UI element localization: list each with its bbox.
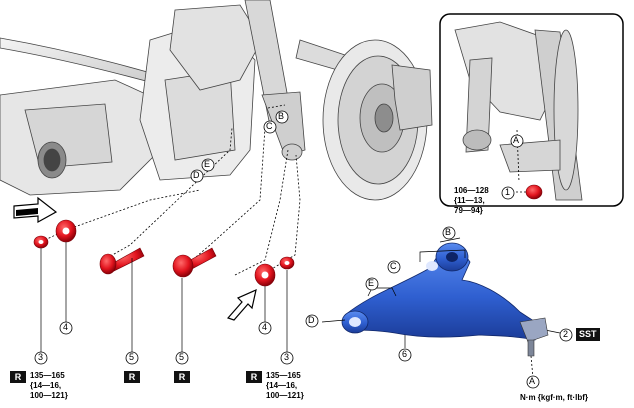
callout-4-right: 4 [262, 322, 268, 332]
part-washer-4-left [55, 219, 77, 243]
arrow-right [226, 288, 257, 321]
torque-right-line2: {14—16, [266, 381, 298, 390]
torque-units: N·m {kgf·m, ft·lbf} [520, 393, 588, 402]
callout-circles [34, 110, 573, 389]
torque-left: 135—165 {14—16, 100—121} [30, 371, 68, 401]
callout-5-left: 5 [129, 352, 135, 362]
callout-c-arm: C [390, 261, 397, 271]
callout-4-left: 4 [63, 322, 69, 332]
reuse-badge-left: R [10, 371, 26, 383]
callout-c-top: C [266, 121, 273, 131]
callout-e-top: E [204, 159, 211, 169]
callout-d-top: D [193, 170, 200, 180]
torque-right-line1: 135—165 [266, 371, 301, 380]
torque-left-line3: 100—121} [30, 391, 68, 400]
nut-1-inset [525, 184, 543, 200]
callout-3-right: 3 [284, 352, 290, 362]
torque-left-line1: 135—165 [30, 371, 65, 380]
part-washer-4-right [254, 263, 276, 287]
part-nut-3-right [279, 256, 295, 270]
sst-badge: SST [576, 328, 600, 341]
part-bolt-5-center [172, 247, 217, 278]
reuse-badge-bolt-left: R [124, 371, 140, 383]
part-bolt-5-left [99, 247, 145, 275]
reuse-badge-right: R [246, 371, 262, 383]
part-nut-3-left [33, 235, 49, 249]
callout-5-center: 5 [179, 352, 185, 362]
inset-knuckle [454, 21, 583, 201]
callout-e-arm: E [368, 278, 375, 288]
torque-inset-line1: 106—128 [454, 186, 489, 195]
torque-right: 135—165 {14—16, 100—121} [266, 371, 304, 401]
callout-a-inset: A [513, 135, 520, 145]
callout-d-arm: D [308, 315, 315, 325]
torque-inset-line2: {11—13, [454, 196, 485, 205]
torque-inset: 106—128 {11—13, 79—94} [454, 186, 489, 216]
callout-a-bottom: A [529, 376, 536, 386]
torque-left-line2: {14—16, [30, 381, 62, 390]
callout-6: 6 [402, 349, 408, 359]
callout-2: 2 [563, 329, 569, 339]
callout-1: 1 [505, 187, 511, 197]
callout-3-left: 3 [38, 352, 44, 362]
callout-b-arm: B [445, 227, 452, 237]
lower-control-arm [341, 242, 549, 379]
reuse-badge-bolt-center: R [174, 371, 190, 383]
leader-lines [44, 104, 301, 276]
torque-right-line3: 100—121} [266, 391, 304, 400]
chassis-assembly [0, 0, 433, 201]
callout-b-top: B [278, 111, 285, 121]
torque-inset-line3: 79—94} [454, 206, 483, 215]
